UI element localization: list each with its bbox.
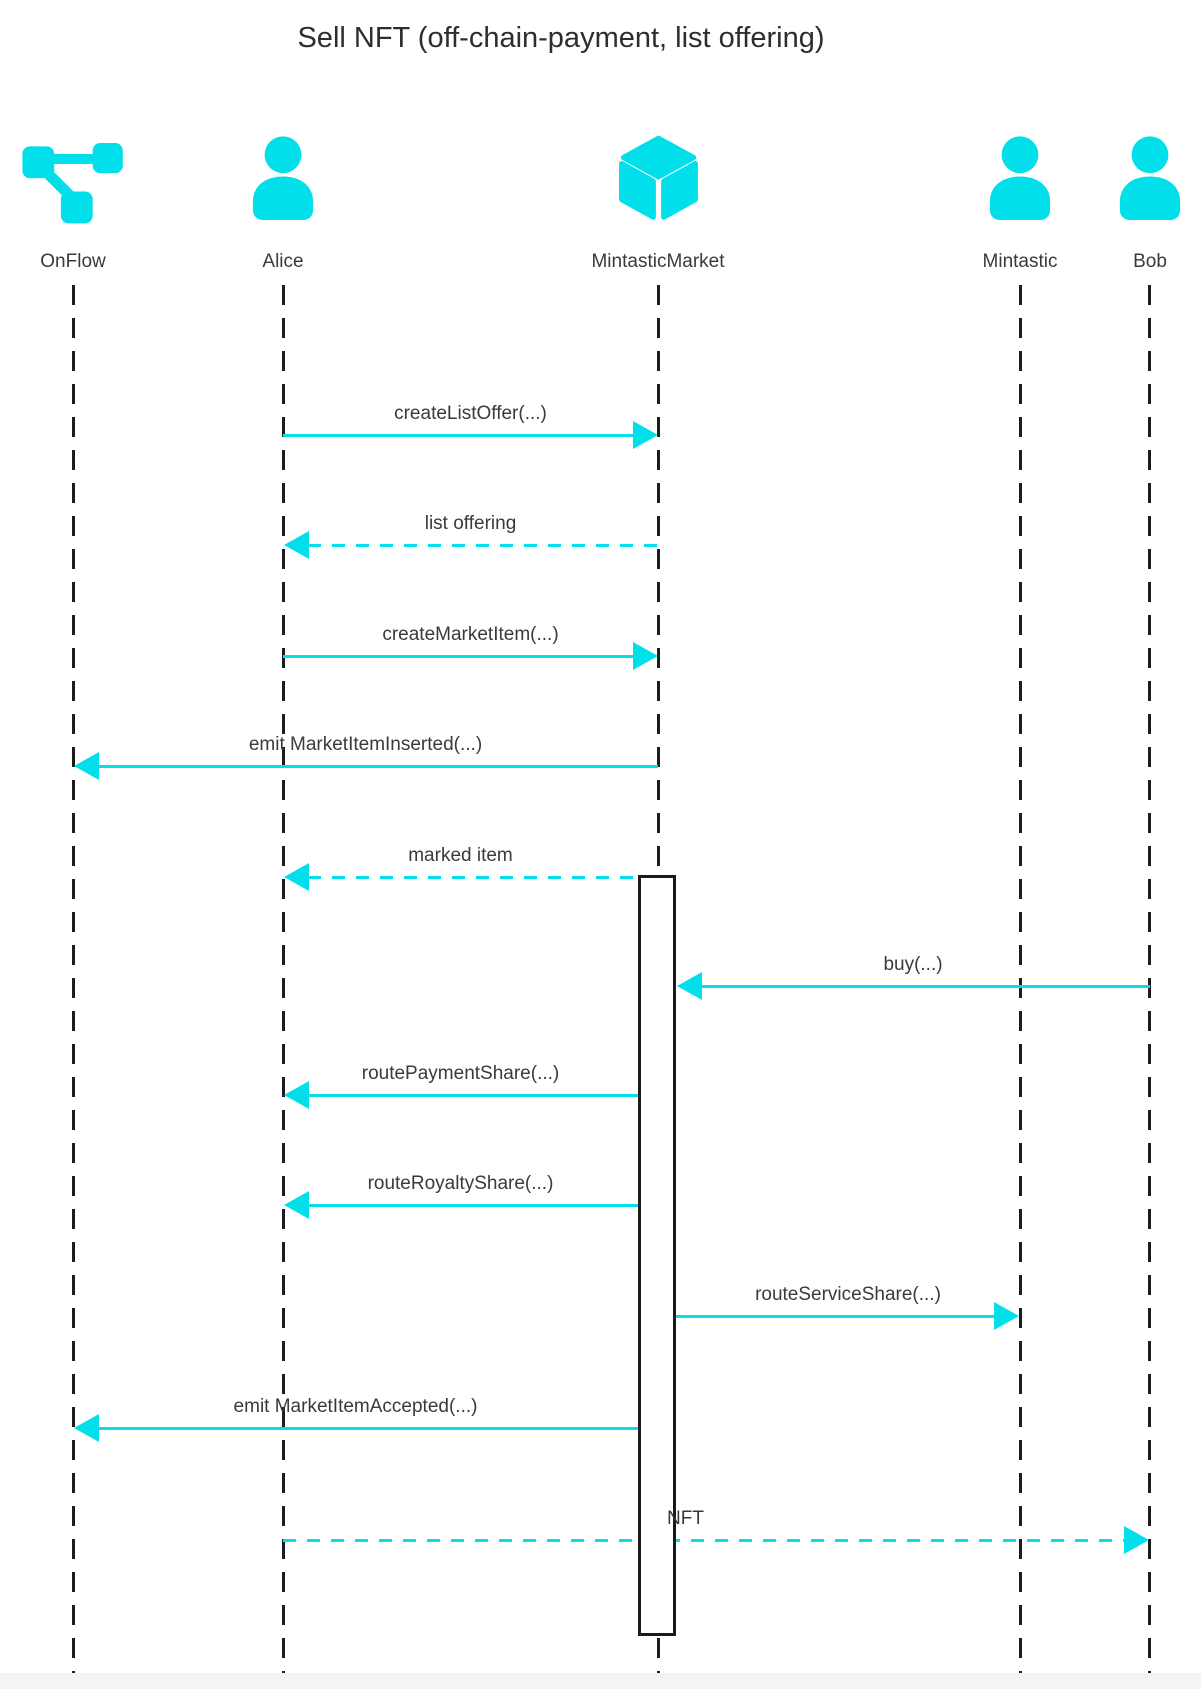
actor-label: Mintastic [982, 251, 1058, 272]
arrowhead-right-icon [633, 421, 658, 449]
lifeline-alice [282, 285, 285, 1673]
message-label: emit MarketItemInserted(...) [248, 734, 483, 755]
message-line [283, 434, 635, 437]
arrowhead-left-icon [284, 531, 309, 559]
actor-label: Alice [262, 251, 304, 272]
message-label: createMarketItem(...) [382, 624, 559, 645]
arrowhead-left-icon [284, 1081, 309, 1109]
lifeline-bob [1148, 285, 1151, 1673]
message-line [701, 985, 1150, 988]
actor-label: MintasticMarket [591, 251, 725, 272]
message-label: emit MarketItemAccepted(...) [233, 1396, 478, 1417]
actor-label: OnFlow [40, 251, 106, 272]
arrowhead-left-icon [74, 752, 99, 780]
message-line [308, 544, 658, 547]
diagram-title: Sell NFT (off-chain-payment, list offeri… [297, 22, 825, 54]
arrowhead-left-icon [284, 863, 309, 891]
message-label: buy(...) [883, 954, 943, 975]
actor-onflow: OnFlow [0, 133, 183, 273]
message-line [308, 876, 638, 879]
message-line [308, 1204, 638, 1207]
actor-mintasticmarket: MintasticMarket [548, 133, 768, 273]
message-label: routePaymentShare(...) [361, 1063, 560, 1084]
message-line [98, 1427, 638, 1430]
message-label: NFT [667, 1508, 704, 1529]
cube-icon [618, 135, 698, 220]
arrowhead-right-icon [633, 642, 658, 670]
person-icon [989, 136, 1051, 220]
message-line [98, 765, 658, 768]
lifeline-onflow [72, 285, 75, 1673]
message-label: marked item [408, 845, 513, 866]
actor-bob: Bob [1040, 133, 1201, 273]
arrowhead-right-icon [994, 1302, 1019, 1330]
bottom-strip [0, 1673, 1201, 1689]
arrowhead-right-icon [1124, 1526, 1149, 1554]
message-label: createListOffer(...) [394, 403, 547, 424]
message-line [308, 1094, 638, 1097]
message-label: routeServiceShare(...) [755, 1284, 941, 1305]
actor-alice: Alice [173, 133, 393, 273]
actor-label: Bob [1133, 251, 1167, 272]
arrowhead-left-icon [677, 972, 702, 1000]
message-line [283, 655, 635, 658]
person-icon [252, 136, 314, 220]
message-line [676, 1315, 996, 1318]
lifeline-mintastic [1019, 285, 1022, 1673]
arrowhead-left-icon [74, 1414, 99, 1442]
actor-mintastic: Mintastic [910, 133, 1130, 273]
message-line [283, 1539, 1126, 1542]
workflow-icon [22, 143, 123, 224]
message-label: routeRoyaltyShare(...) [367, 1173, 554, 1194]
message-label: list offering [424, 513, 517, 534]
arrowhead-left-icon [284, 1191, 309, 1219]
activation-bar-mintasticmarket [638, 875, 676, 1636]
person-icon [1119, 136, 1181, 220]
